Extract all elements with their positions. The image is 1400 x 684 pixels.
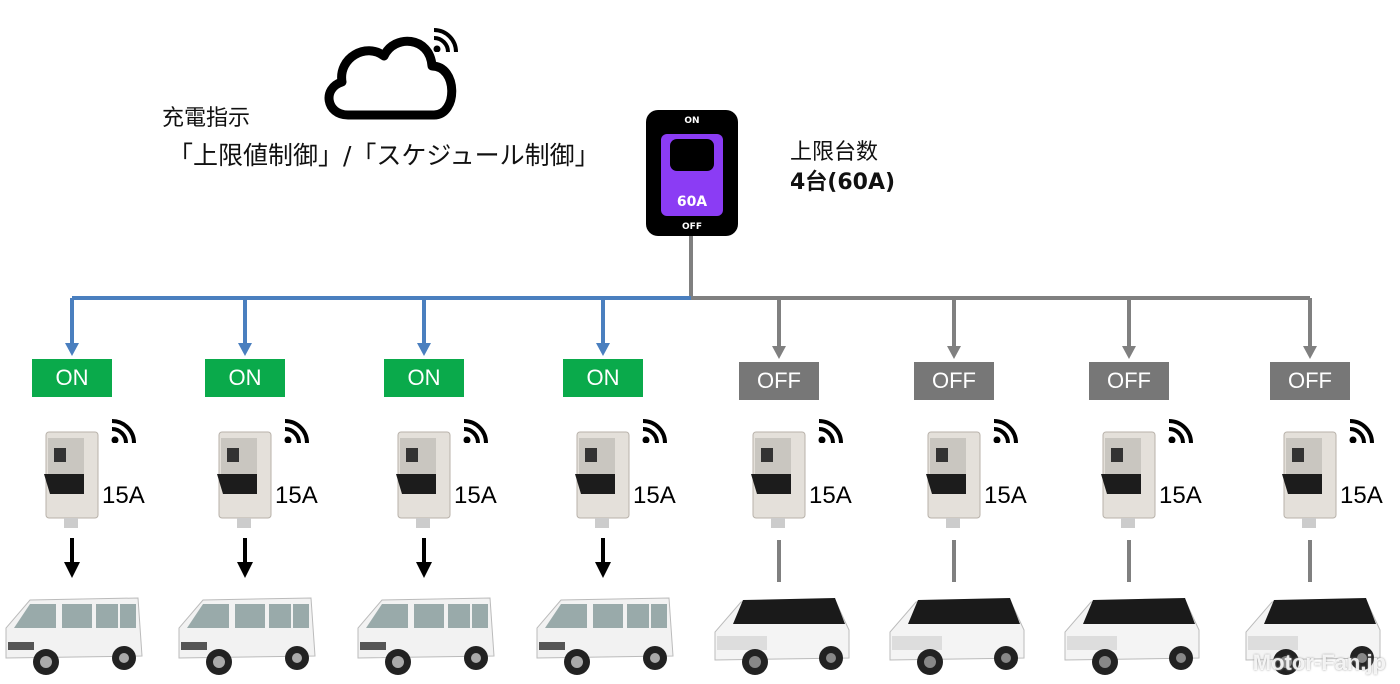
limit-info: 上限台数 4台(60A) bbox=[790, 138, 895, 198]
ev-car-icon bbox=[714, 598, 850, 675]
branch-arrow bbox=[772, 346, 786, 359]
branch-arrow bbox=[596, 343, 610, 356]
wifi-icon bbox=[818, 419, 843, 443]
breaker-lever-window bbox=[670, 139, 714, 171]
status-badge: ON bbox=[563, 359, 643, 397]
status-badge: OFF bbox=[1089, 362, 1169, 400]
charger-unit bbox=[1101, 431, 1156, 528]
branch-arrow bbox=[417, 343, 431, 356]
charger-unit bbox=[1282, 431, 1337, 528]
instruction-modes: 「上限値制御」/「スケジュール制御」 bbox=[168, 141, 600, 170]
branch-arrow bbox=[238, 343, 252, 356]
status-badge: ON bbox=[384, 359, 464, 397]
breaker-off-label: OFF bbox=[682, 222, 702, 232]
branch-arrow bbox=[1122, 346, 1136, 359]
main-breaker: ON 60A OFF bbox=[646, 110, 738, 236]
charger-rating: 15A bbox=[809, 482, 852, 509]
charger-unit bbox=[926, 431, 981, 528]
branch-arrow bbox=[1303, 346, 1317, 359]
wifi-icon bbox=[284, 419, 309, 443]
watermark: Motor-Fan.jp bbox=[1252, 650, 1386, 675]
charger-unit bbox=[217, 431, 272, 528]
cloud-service bbox=[318, 20, 468, 130]
status-badge: ON bbox=[205, 359, 285, 397]
charger-rating: 15A bbox=[454, 482, 497, 509]
status-badge: ON bbox=[32, 359, 112, 397]
wifi-icon bbox=[111, 419, 136, 443]
breaker-rating: 60A bbox=[676, 194, 708, 210]
van-icon bbox=[5, 597, 143, 675]
charger-rating: 15A bbox=[984, 482, 1027, 509]
limit-value: 4台(60A) bbox=[790, 170, 896, 195]
wifi-icon bbox=[1168, 419, 1193, 443]
branch-arrow bbox=[65, 343, 79, 356]
branch-arrow bbox=[947, 346, 961, 359]
charger-unit bbox=[751, 431, 806, 528]
charger-rating: 15A bbox=[1340, 482, 1383, 509]
van-icon bbox=[536, 597, 674, 675]
instruction-title: 充電指示 bbox=[162, 106, 251, 131]
van-icon bbox=[357, 597, 495, 675]
charger-rating: 15A bbox=[275, 482, 318, 509]
charge-arrow bbox=[64, 562, 80, 578]
cloud-icon bbox=[324, 36, 457, 120]
status-badge: OFF bbox=[739, 362, 819, 400]
breaker-lever: 60A bbox=[661, 134, 723, 216]
status-badge: OFF bbox=[1270, 362, 1350, 400]
charge-arrow bbox=[416, 562, 432, 578]
charger-unit bbox=[44, 431, 99, 528]
charger-rating: 15A bbox=[1159, 482, 1202, 509]
charger-unit bbox=[396, 431, 451, 528]
limit-title: 上限台数 bbox=[790, 140, 879, 165]
wifi-icon bbox=[433, 28, 458, 52]
wifi-icon bbox=[993, 419, 1018, 443]
charge-arrow bbox=[237, 562, 253, 578]
wifi-icon bbox=[642, 419, 667, 443]
charger-rating: 15A bbox=[633, 482, 676, 509]
charger-rating: 15A bbox=[102, 482, 145, 509]
breaker-on-label: ON bbox=[684, 116, 700, 126]
van-icon bbox=[178, 597, 316, 675]
status-badge: OFF bbox=[914, 362, 994, 400]
ev-car-icon bbox=[1245, 598, 1381, 675]
charge-arrow bbox=[595, 562, 611, 578]
wifi-icon bbox=[1349, 419, 1374, 443]
charger-unit bbox=[575, 431, 630, 528]
wifi-icon bbox=[463, 419, 488, 443]
ev-car-icon bbox=[1064, 598, 1200, 675]
ev-car-icon bbox=[889, 598, 1025, 675]
